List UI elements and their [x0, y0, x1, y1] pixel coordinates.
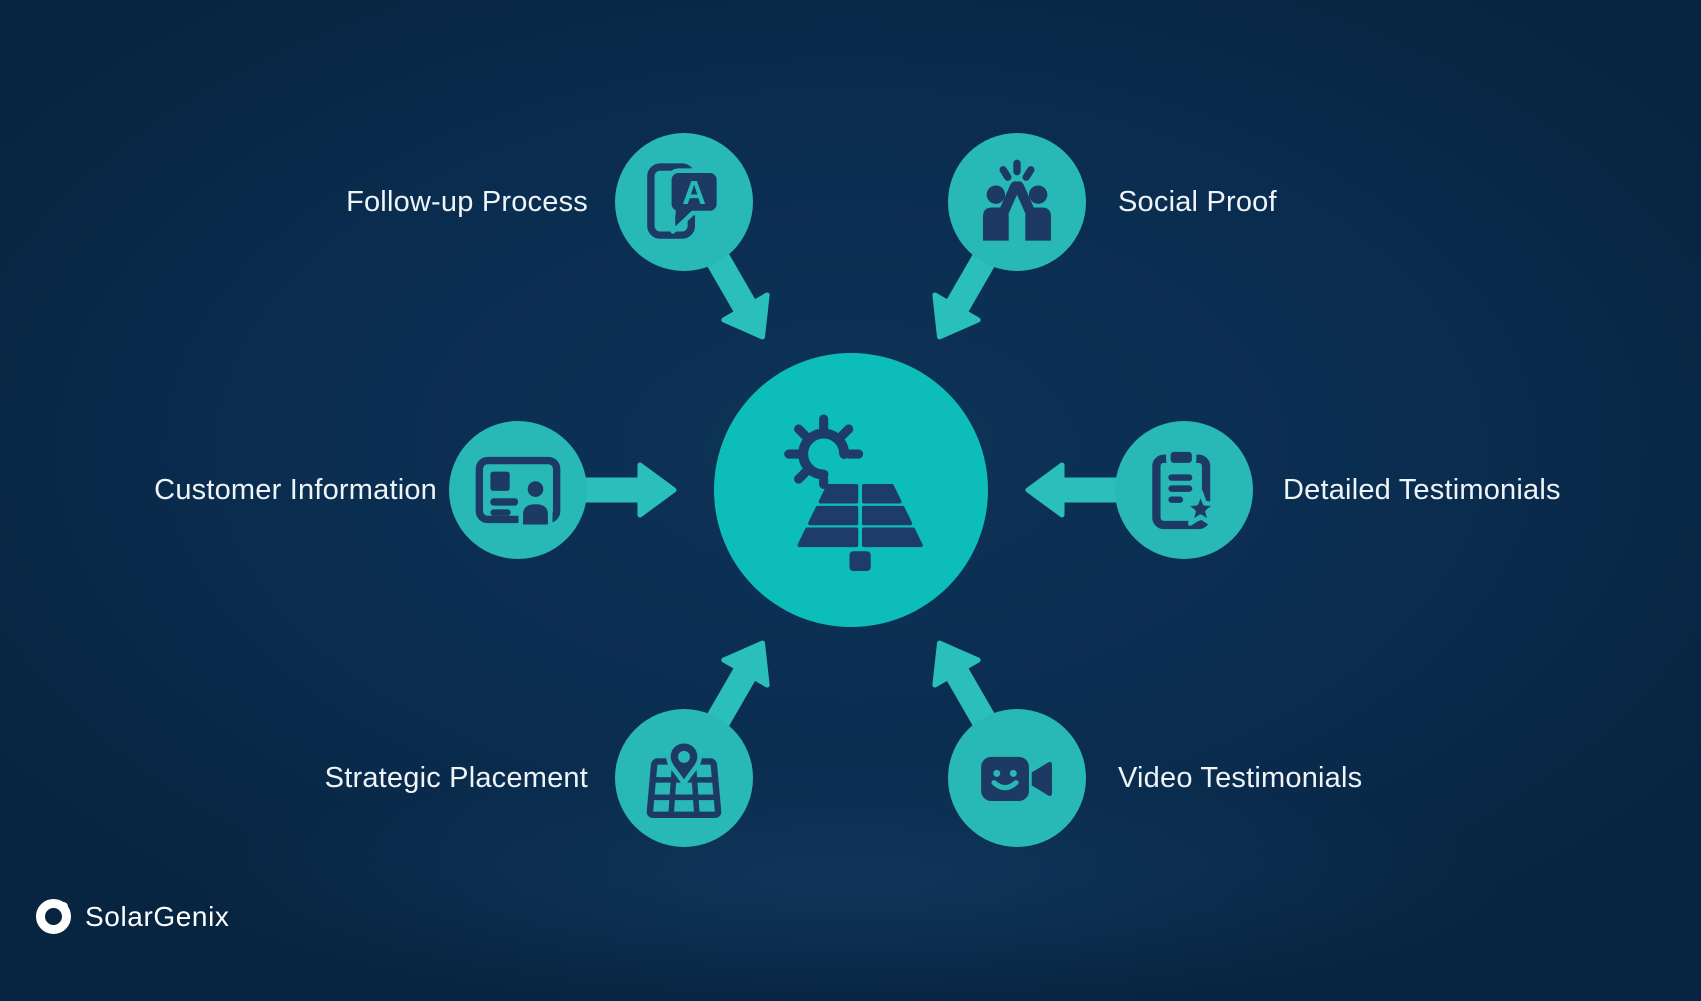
- high-five-icon: [982, 159, 1052, 241]
- ring-dot-icon: [36, 899, 71, 934]
- node-video-testimonials: [948, 709, 1086, 847]
- solar-panel-sun-icon: [784, 414, 923, 571]
- id-card-icon: [475, 456, 561, 530]
- node-social-proof: [948, 133, 1086, 271]
- map-pin-icon: [646, 738, 722, 819]
- arrow-video-testimonials-to-hub-icon: [932, 640, 1005, 745]
- video-camera-icon: [981, 756, 1052, 801]
- arrow-follow-up-to-hub-icon: [697, 235, 770, 340]
- arrow-social-proof-to-hub-icon: [932, 235, 1005, 340]
- arrow-strategic-placement-to-hub-icon: [697, 640, 770, 745]
- node-label-follow-up-process: Follow-up Process: [346, 186, 588, 218]
- node-strategic-placement: [615, 709, 753, 847]
- clipboard-star-icon: [1152, 447, 1220, 530]
- node-detailed-testimonials: [1115, 421, 1253, 559]
- node-label-social-proof: Social Proof: [1118, 186, 1277, 218]
- chat-message-icon: A: [647, 163, 722, 239]
- node-label-customer-information: Customer Information: [154, 474, 437, 506]
- hub-node: [714, 353, 988, 627]
- brand-name: SolarGenix: [85, 900, 230, 932]
- node-customer-information: [449, 421, 587, 559]
- logo-dot: [59, 902, 68, 911]
- brand-logo: SolarGenix: [36, 899, 230, 934]
- node-label-strategic-placement: Strategic Placement: [324, 762, 588, 794]
- node-label-video-testimonials: Video Testimonials: [1118, 762, 1363, 794]
- bubble-letter: A: [682, 175, 706, 212]
- node-label-detailed-testimonials: Detailed Testimonials: [1283, 474, 1561, 506]
- node-follow-up-process: A: [615, 133, 753, 271]
